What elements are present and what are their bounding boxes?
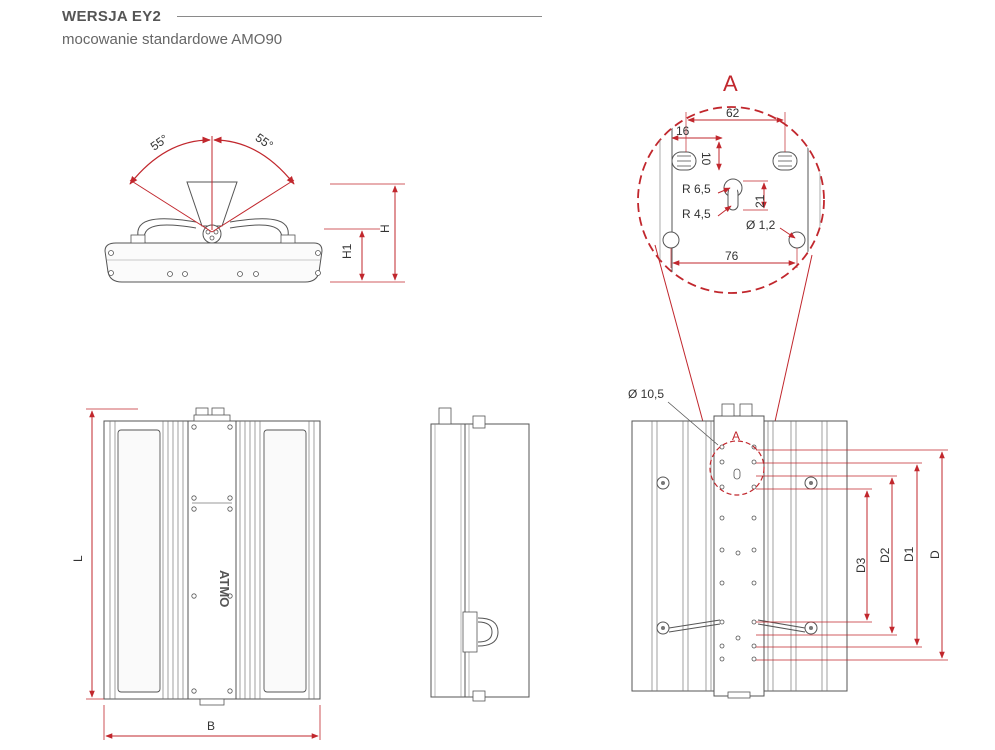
- brand-logo: ATMO: [217, 570, 232, 607]
- rear-detail-marker: A: [732, 429, 740, 443]
- detail-r65: R 6,5: [682, 182, 711, 196]
- rear-view: A Ø 10,5 D D1 D2 D3: [628, 387, 948, 699]
- detail-a: 62 16 10 21 R 6,5 R 4,5 Ø 1,2 76 A: [637, 71, 825, 481]
- dimension-l-label: L: [71, 555, 85, 562]
- dimension-d2-label: D2: [878, 547, 892, 563]
- front-view: ATMO L B: [71, 407, 321, 740]
- angle-left-label: 55°: [148, 131, 171, 153]
- dimension-d1-label: D1: [902, 546, 916, 562]
- page-title: WERSJA EY2: [62, 8, 162, 25]
- dimension-h-label: H: [378, 224, 392, 233]
- side-view-body: [104, 242, 323, 283]
- dimension-h1-label: H1: [340, 243, 354, 259]
- hole-diameter-label: Ø 10,5: [628, 387, 664, 401]
- header: WERSJA EY2 mocowanie standardowe AMO90: [62, 8, 542, 48]
- page-subtitle: mocowanie standardowe AMO90: [62, 31, 283, 48]
- title-divider: [177, 16, 542, 17]
- detail-dim-21: 21: [753, 194, 767, 208]
- angle-right-label: 55°: [253, 131, 276, 153]
- detail-r45: R 4,5: [682, 207, 711, 221]
- profile-view: [430, 407, 530, 702]
- detail-dim-10: 10: [699, 152, 713, 166]
- side-view: 55° 55° H H1: [104, 131, 405, 283]
- dimension-d3-label: D3: [854, 557, 868, 573]
- detail-dim-16: 16: [676, 124, 690, 138]
- detail-a-label: A: [723, 71, 738, 96]
- detail-dim-62: 62: [726, 106, 740, 120]
- dimension-d-label: D: [928, 550, 942, 559]
- detail-dim-76: 76: [725, 249, 739, 263]
- dimension-b-label: B: [207, 719, 215, 733]
- detail-d12: Ø 1,2: [746, 218, 776, 232]
